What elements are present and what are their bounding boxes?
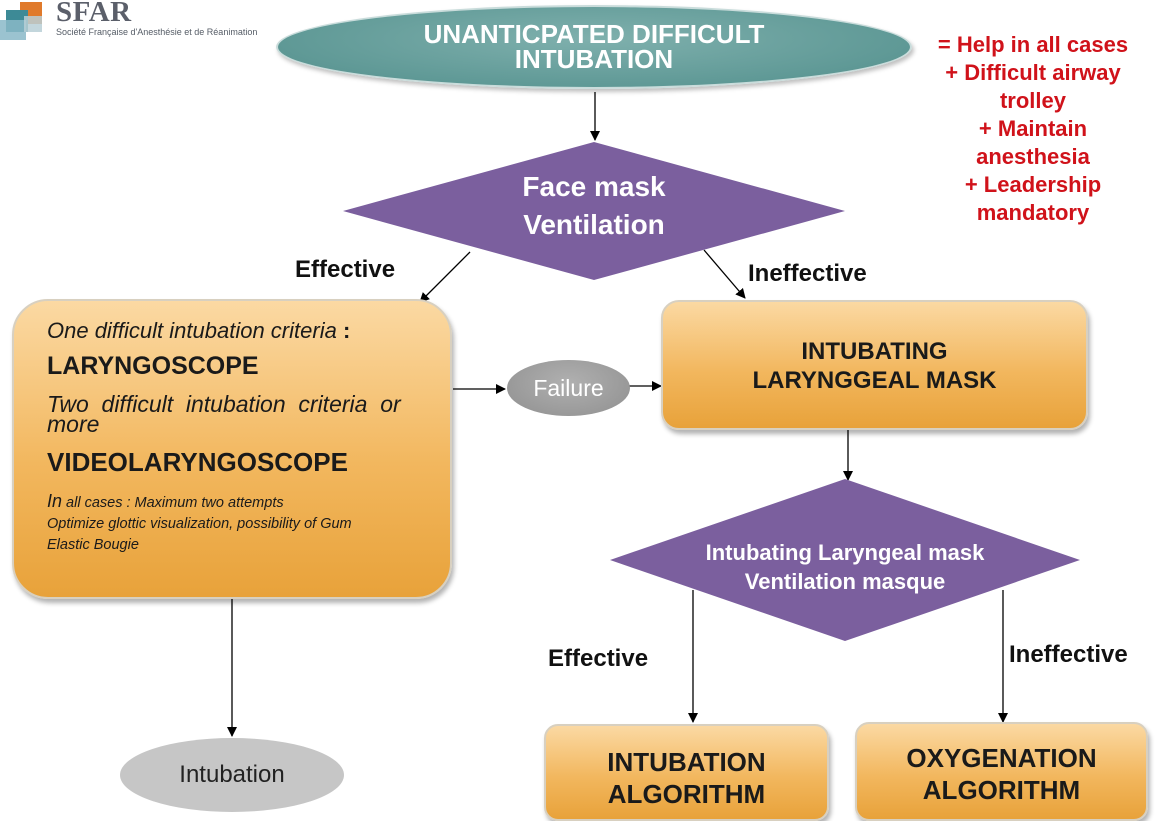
- criteria-one-line: One difficult intubation criteria :: [47, 318, 350, 344]
- intubation-algorithm-title: INTUBATION ALGORITHM: [607, 747, 766, 809]
- ilm-title: INTUBATING LARYNGGEAL MASK: [752, 338, 997, 394]
- logo-subtitle: Société Française d'Anesthésie et de Réa…: [56, 27, 258, 37]
- side-note-line: mandatory: [976, 200, 1090, 225]
- videolaryngoscope-title: VIDEOLARYNGOSCOPE: [47, 447, 348, 477]
- decision-ilm-label: Intubating Laryngeal mask Ventilation ma…: [705, 540, 985, 594]
- label-ineffective: Ineffective: [748, 260, 867, 287]
- side-note-line: = Help in all cases: [937, 32, 1129, 57]
- failure-node: Failure: [507, 360, 630, 416]
- criteria-two-text: Two difficult intubation criteria or: [47, 391, 401, 417]
- side-note-line: trolley: [999, 88, 1067, 113]
- label-effective-bottom: Effective: [548, 645, 649, 672]
- note-line-2: Optimize glottic visualization, possibil…: [47, 516, 352, 532]
- attempts-note: In all cases : Maximum two attempts Opti…: [47, 491, 352, 556]
- side-note: = Help in all cases + Difficult airway t…: [915, 31, 1151, 227]
- box-laryngoscope-options: One difficult intubation criteria : LARY…: [12, 299, 452, 599]
- decision-face-mask-ventilation: [343, 142, 845, 280]
- sfar-logo: SFAR Société Française d'Anesthésie et d…: [0, 0, 270, 42]
- side-note-line: + Difficult airway: [945, 60, 1121, 85]
- criteria-one-text: One difficult intubation criteria: [47, 318, 337, 343]
- box-intubation-algorithm: INTUBATION ALGORITHM: [544, 724, 829, 821]
- oxygenation-algorithm-title: OXYGENATION ALGORITHM: [906, 743, 1097, 805]
- label-effective: Effective: [295, 256, 396, 283]
- note-line-3: Elastic Bougie: [47, 537, 139, 553]
- side-note-line: anesthesia: [976, 144, 1090, 169]
- box-intubating-laryngeal-mask: INTUBATING LARYNGGEAL MASK: [661, 300, 1088, 430]
- start-node-label: UNANTICPATED DIFFICULT INTUBATION: [423, 19, 765, 74]
- note-prefix: In: [47, 491, 63, 511]
- start-node-unanticipated-difficult-intubation: UNANTICPATED DIFFICULT INTUBATION: [276, 5, 912, 89]
- laryngoscope-title: LARYNGOSCOPE: [47, 352, 259, 380]
- logo-title: SFAR: [56, 0, 132, 28]
- decision-intubating-laryngeal-mask-ventilation: [610, 479, 1080, 641]
- sfar-logo-icon: [0, 2, 42, 40]
- label-ineffective-bottom: Ineffective: [1009, 641, 1128, 668]
- note-line-1: all cases : Maximum two attempts: [62, 495, 284, 511]
- criteria-two-text-cont: more: [47, 411, 100, 437]
- intubation-node: Intubation: [120, 738, 344, 812]
- arrow-effective: [419, 251, 471, 303]
- side-note-line: + Leadership: [964, 172, 1102, 197]
- arrow-ineffective: [703, 249, 746, 299]
- criteria-one-colon: :: [336, 318, 351, 343]
- box-oxygenation-algorithm: OXYGENATION ALGORITHM: [855, 722, 1148, 821]
- decision-face-mask-label: Face mask Ventilation: [522, 171, 666, 240]
- side-note-line: + Maintain: [978, 116, 1088, 141]
